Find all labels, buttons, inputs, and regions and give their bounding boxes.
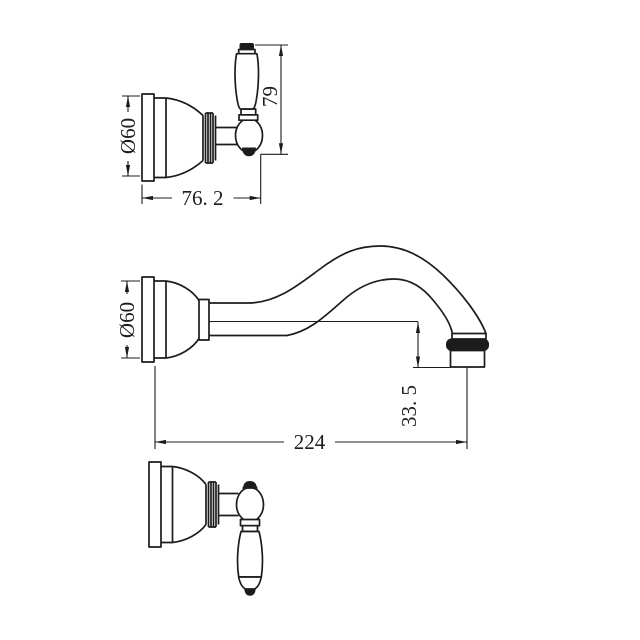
- dim-extension-lines: [121, 280, 140, 359]
- handle-bottom-rib-rings: [205, 481, 220, 528]
- handle-top-bell-upper: [165, 97, 204, 117]
- handle-top-lever-cap: [239, 43, 254, 50]
- handle-bottom-lever-tip: [244, 588, 256, 596]
- handle-bottom-valve-ball: [235, 486, 265, 523]
- dim-label-diameter-60-top: Ø60: [116, 118, 140, 154]
- spout-bell-upper: [165, 280, 200, 301]
- handle-bottom-bell-lower: [172, 523, 207, 544]
- spout-bell-lower: [165, 338, 200, 359]
- handle-top-valve-ball: [234, 117, 264, 154]
- arrow-up-icon: [278, 45, 284, 56]
- spout-flange-rim: [154, 280, 167, 359]
- dimension-diameter-60-spout: Ø60: [115, 280, 140, 359]
- handle-top-lever-cap-ring: [237, 48, 256, 55]
- spout-outlet-band: [451, 332, 487, 340]
- arrow-up-icon: [415, 322, 421, 333]
- dimension-33-5: 33. 5: [397, 322, 451, 427]
- handle-top-neck: [215, 126, 238, 146]
- dimension-79: 79: [255, 44, 288, 155]
- spout-side-view: [141, 245, 489, 368]
- dim-label-diameter-60-spout: Ø60: [115, 302, 139, 338]
- handle-bottom-bell-upper: [172, 465, 207, 486]
- handle-bottom-ball-nub: [243, 481, 257, 489]
- handle-bottom-wall-plate: [148, 461, 162, 548]
- handle-bottom-lever-body: [236, 530, 264, 578]
- dim-extension-lines: [154, 366, 468, 449]
- arrow-left-icon: [155, 439, 166, 445]
- arrow-up-icon: [125, 96, 131, 107]
- handle-top-flange-rim: [154, 97, 167, 179]
- dim-label-76-2: 76. 2: [182, 186, 224, 210]
- arrow-left-icon: [142, 195, 153, 201]
- spout-outlet-ring: [446, 338, 489, 351]
- dim-extension-lines: [122, 95, 140, 177]
- arrow-down-icon: [278, 143, 284, 155]
- handle-bottom-view: [148, 461, 265, 596]
- spout-upper-contour: [209, 245, 487, 335]
- handle-bottom-lever-cap: [237, 576, 263, 590]
- dim-extension-lines: [141, 154, 262, 204]
- handle-bottom-neck: [218, 492, 239, 517]
- handle-top-view: [141, 43, 264, 182]
- spout-wall-plate: [141, 276, 155, 363]
- handle-top-lever-body: [234, 52, 260, 110]
- spout-lower-contour: [209, 278, 454, 337]
- handle-top-rib-rings: [202, 112, 217, 164]
- arrow-down-icon: [125, 165, 131, 176]
- dim-label-224: 224: [294, 430, 326, 454]
- handle-top-wall-plate: [141, 93, 155, 182]
- arrow-up-icon: [124, 281, 130, 292]
- dim-label-33-5: 33. 5: [397, 385, 421, 427]
- arrow-down-icon: [415, 356, 421, 368]
- handle-bottom-lever-collar-high: [239, 518, 261, 527]
- spout-outlet-cup: [449, 349, 486, 368]
- handle-top-lever-collar-high: [240, 108, 257, 116]
- handle-bottom-lever-collar-low: [241, 524, 259, 533]
- spout-collar: [198, 298, 210, 341]
- handle-top-ball-nub: [242, 147, 256, 157]
- arrow-right-icon: [456, 439, 467, 445]
- dimension-diameter-60-top: Ø60: [116, 95, 140, 177]
- dim-extension-lines: [255, 44, 288, 155]
- handle-bottom-flange-rim: [161, 465, 174, 544]
- dimension-76-2: 76. 2: [141, 154, 262, 210]
- dimension-224: 224: [154, 366, 468, 454]
- handle-top-bell-lower: [165, 159, 204, 179]
- arrow-down-icon: [124, 347, 130, 358]
- dim-label-79: 79: [258, 86, 282, 107]
- arrow-right-icon: [249, 195, 261, 201]
